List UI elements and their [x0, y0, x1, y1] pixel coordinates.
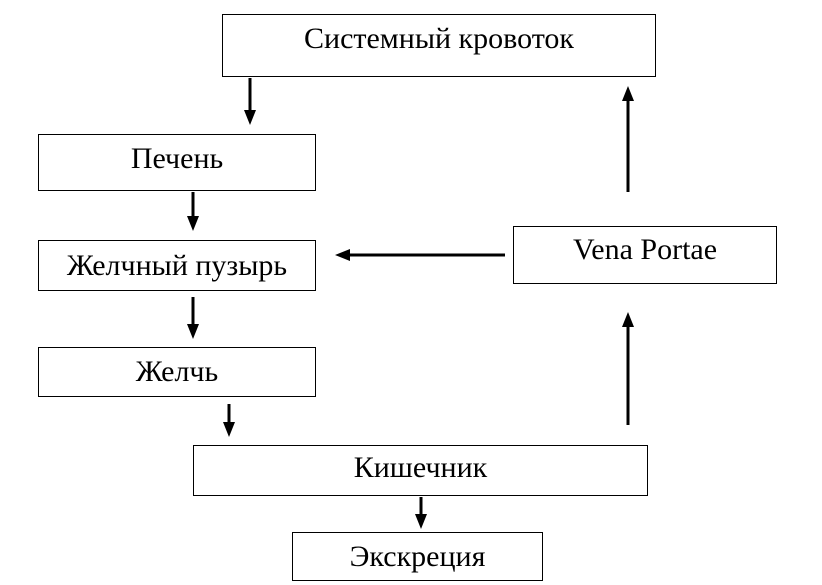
- node-label-intestine: Кишечник: [353, 450, 488, 484]
- node-label-gallbladder: Желчный пузырь: [66, 248, 288, 282]
- node-label-bile: Желчь: [135, 355, 219, 388]
- node-liver: Печень: [38, 134, 316, 191]
- node-label-liver: Печень: [130, 141, 224, 175]
- node-label-excretion: Экскреция: [349, 539, 486, 573]
- node-intestine: Кишечник: [193, 445, 648, 496]
- node-excretion: Экскреция: [292, 532, 543, 581]
- node-vena-portae: Vena Portae: [513, 226, 777, 284]
- node-label-systemic-circulation: Системный кровоток: [304, 21, 574, 55]
- node-bile: Желчь: [38, 347, 316, 397]
- node-gallbladder: Желчный пузырь: [38, 240, 316, 291]
- node-label-vena-portae: Vena Portae: [572, 233, 718, 266]
- node-systemic-circulation: Системный кровоток: [222, 14, 656, 77]
